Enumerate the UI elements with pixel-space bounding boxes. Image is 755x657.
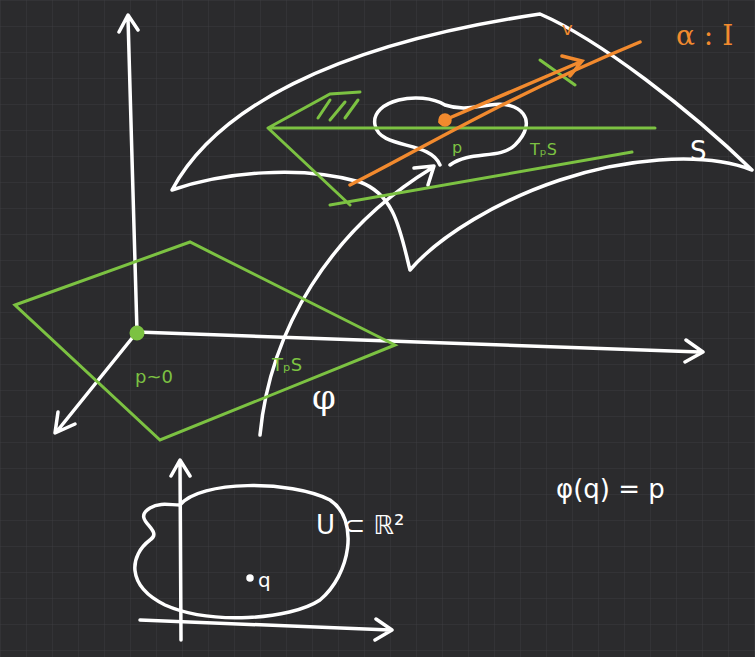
curve-label: α : I [676, 22, 733, 50]
tangent-plane-label: TₚS [272, 356, 302, 374]
point-p [440, 115, 450, 125]
plane-hatch [318, 100, 358, 120]
tangent-plane-p [268, 60, 655, 205]
point-q [248, 576, 252, 580]
point-label: q [258, 570, 271, 590]
origin-point [131, 327, 143, 339]
tangent-vector-v [440, 56, 582, 122]
vector-label: v [562, 20, 573, 38]
tangent-plane-label: TₚS [530, 142, 557, 158]
y-axis [137, 332, 703, 362]
point-label: p [452, 140, 462, 156]
tangent-plane-origin [15, 242, 395, 440]
curve-alpha [350, 42, 640, 185]
surface-outline [172, 14, 752, 270]
phi-map-arrow [260, 166, 434, 435]
equation-label: φ(q) = p [556, 476, 665, 502]
domain-u [135, 486, 348, 618]
x-axis [55, 332, 137, 433]
map-label: φ [312, 380, 336, 414]
u-axis-horizontal [140, 619, 392, 640]
surface-label: S [690, 138, 707, 164]
origin-label: p~0 [135, 368, 173, 386]
z-axis [119, 15, 138, 332]
domain-label: U ⊂ ℝ² [316, 512, 404, 538]
